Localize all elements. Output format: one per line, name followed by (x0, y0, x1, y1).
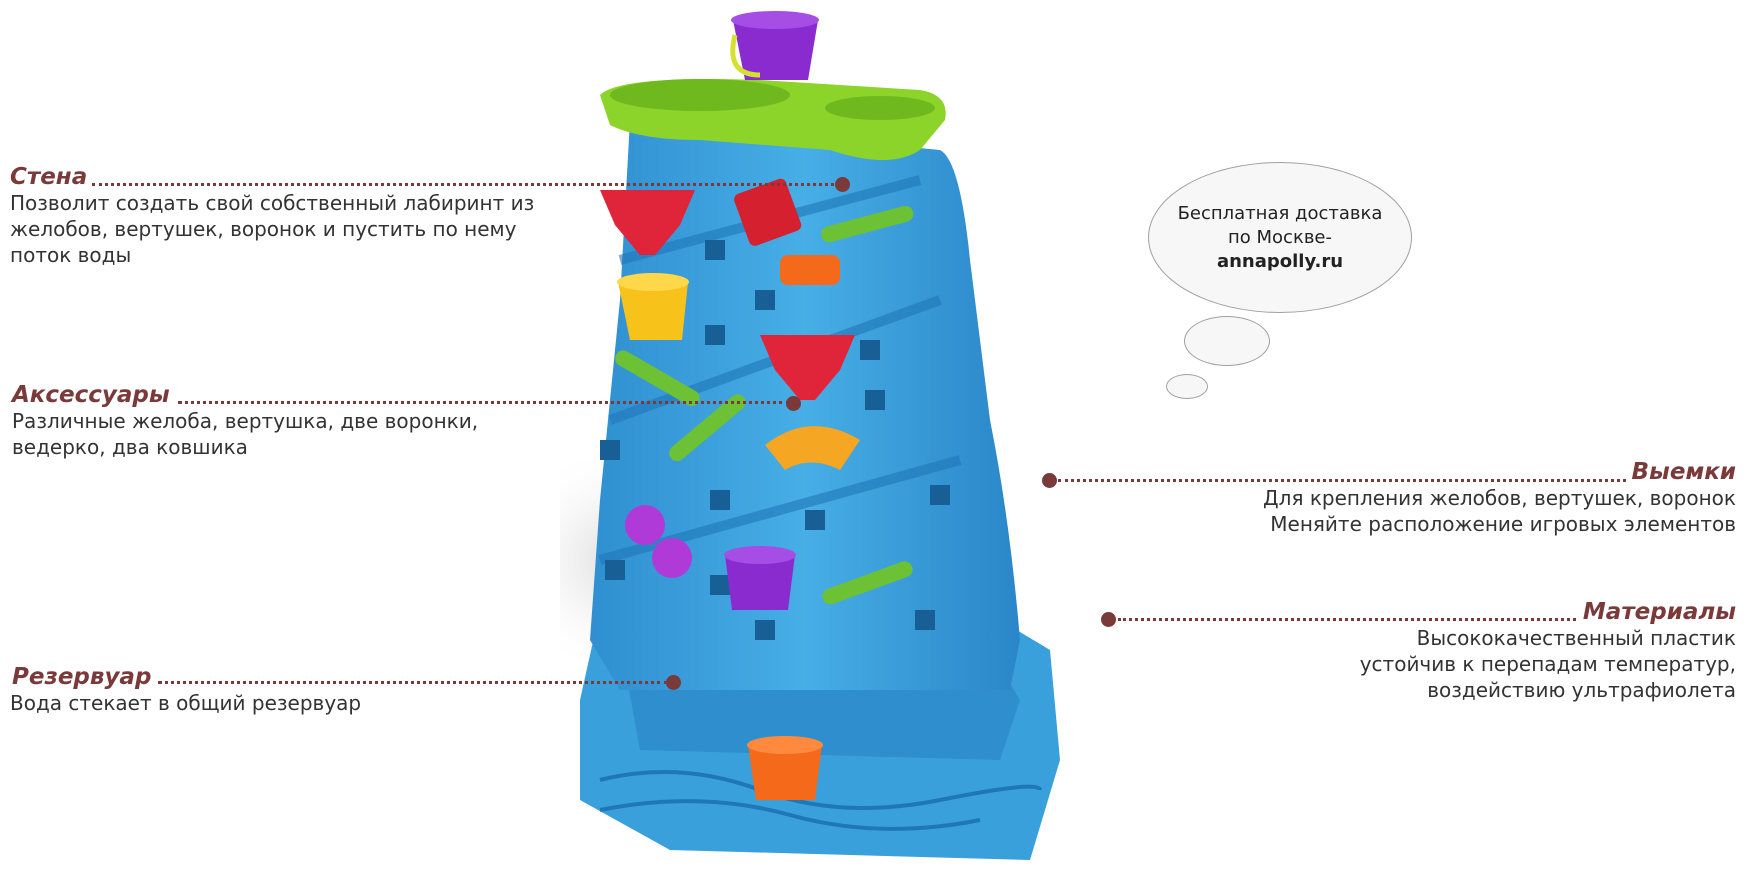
callout-wall: Стена Позволит создать свой собственный … (10, 164, 534, 268)
yellow-cup (618, 282, 688, 340)
orange-bottom-scoop (748, 745, 822, 800)
callout-notches-line-1: Для крепления желобов, вертушек, воронок (1263, 486, 1736, 510)
bubble-puff-large (1184, 316, 1270, 366)
callout-materials-line-3: воздействию ультрафиолета (1427, 678, 1736, 702)
callout-accessories-line-1: Различные желоба, вертушка, две воронки, (12, 409, 479, 433)
callout-reservoir: Резервуар Вода стекает в общий резервуар (10, 664, 361, 716)
green-chute-low (822, 561, 913, 605)
bubble-site-link[interactable]: annapolly.ru (1216, 250, 1344, 272)
callout-notches-dot (1042, 473, 1057, 488)
orange-spinner (780, 255, 840, 285)
callout-reservoir-line-1: Вода стекает в общий резервуар (10, 691, 362, 715)
callout-accessories-line-2: ведерко, два ковшика (12, 435, 248, 459)
green-chute-top (821, 205, 914, 243)
callout-accessories-title: Аксессуары (12, 382, 170, 408)
green-chute-diag (669, 394, 746, 462)
bubble-puff-small (1166, 374, 1208, 399)
callout-reservoir-dot (666, 675, 681, 690)
callout-notches-leader (1058, 479, 1626, 482)
water-wall-toy-illustration (560, 11, 1060, 860)
callout-wall-title: Стена (10, 164, 88, 190)
callout-wall-dot (835, 177, 850, 192)
red-funnel-middle (760, 335, 855, 400)
callout-accessories-leader (178, 401, 790, 404)
callout-accessories: Аксессуары Различные желоба, вертушка, д… (12, 382, 478, 460)
callout-wall-leader (92, 183, 840, 186)
green-chute-left (615, 350, 700, 406)
purple-pinwheel-2 (652, 538, 692, 578)
bubble-line-2: по Москве- (1228, 226, 1332, 248)
bubble-line-1: Бесплатная доставка (1177, 202, 1383, 224)
callout-notches-title: Выемки (1631, 459, 1736, 485)
callout-materials-dot (1101, 612, 1116, 627)
callout-materials: Материалы Высококачественный пластик уст… (1360, 599, 1736, 703)
purple-bucket (733, 20, 818, 80)
callout-notches-desc: Для крепления желобов, вертушек, воронок… (1263, 485, 1736, 537)
callout-materials-title: Материалы (1582, 599, 1736, 625)
orange-scoop (765, 426, 860, 470)
purple-cup (725, 555, 795, 610)
callout-notches-line-2: Меняйте расположение игровых элементов (1270, 512, 1736, 536)
callout-materials-line-2: устойчив к перепадам температур, (1359, 652, 1736, 676)
callout-accessories-dot (786, 396, 801, 411)
callout-accessories-desc: Различные желоба, вертушка, две воронки,… (12, 408, 478, 460)
callout-wall-desc: Позволит создать свой собственный лабири… (10, 190, 534, 268)
callout-notches: Выемки Для крепления желобов, вертушек, … (1263, 459, 1736, 537)
callout-reservoir-leader (158, 681, 668, 684)
callout-wall-line-2: желобов, вертушек, воронок и пустить по … (10, 217, 517, 241)
wall-panel (590, 120, 1020, 690)
callout-materials-desc: Высококачественный пластик устойчив к пе… (1360, 625, 1736, 703)
delivery-thought-bubble: Бесплатная доставка по Москве- annapolly… (1148, 162, 1412, 313)
callout-reservoir-title: Резервуар (12, 664, 152, 690)
callout-reservoir-desc: Вода стекает в общий резервуар (10, 690, 361, 716)
red-funnel-top (600, 190, 695, 255)
purple-pinwheel-1 (625, 505, 665, 545)
callout-wall-line-1: Позволит создать свой собственный лабири… (10, 191, 535, 215)
callout-materials-leader (1118, 618, 1576, 621)
callout-materials-line-1: Высококачественный пластик (1416, 626, 1736, 650)
step2-logo (734, 178, 802, 246)
callout-wall-line-3: поток воды (10, 243, 132, 267)
